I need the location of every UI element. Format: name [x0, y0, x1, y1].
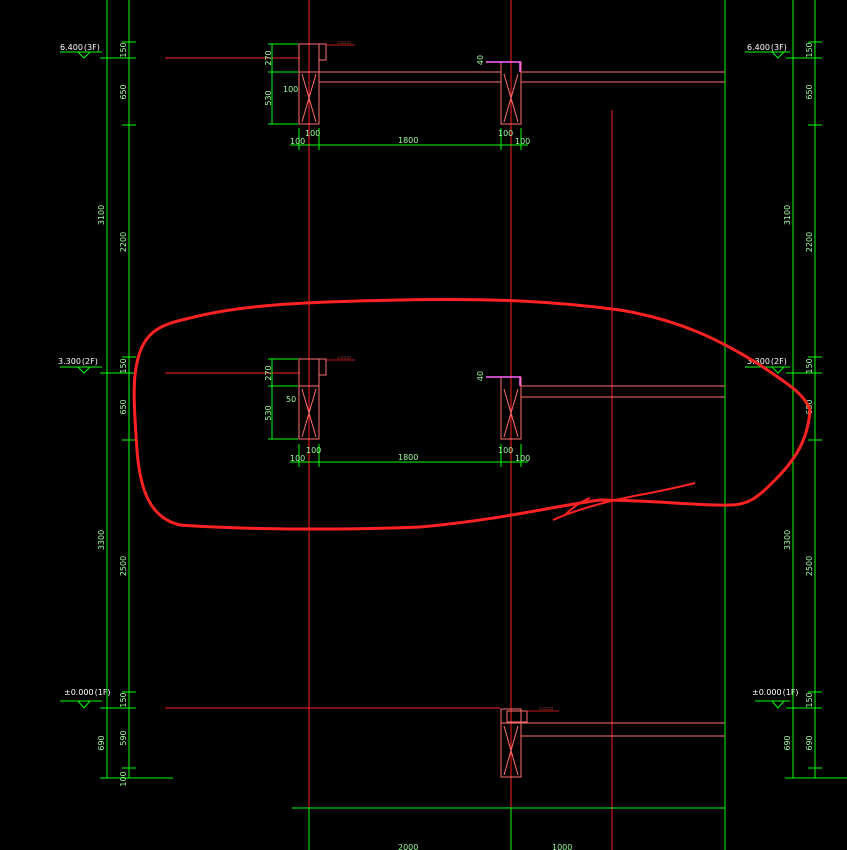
- right-dim-690-inner: 690: [805, 735, 814, 750]
- detail-3f: ▭▭▭ 270 530 100 100 100 1800 100 100 40: [264, 40, 725, 150]
- left-dim-150-top: 150: [119, 42, 128, 57]
- annotation-scribble-2: [564, 497, 591, 516]
- right-dim-3100: 3100: [783, 205, 792, 225]
- bottom-dimensions: 2000 1000: [398, 843, 572, 850]
- dim-40-top: 40: [476, 55, 485, 65]
- right-dim-150-low: 150: [805, 692, 814, 707]
- dim-100-left-bottom-top: 100: [290, 137, 305, 146]
- left-dim-2200: 2200: [119, 232, 128, 252]
- dim-50-mid: 50: [286, 395, 296, 404]
- column-bottom-1f: [500, 708, 522, 778]
- left-dim-100: 100: [119, 771, 128, 786]
- green-frame: [60, 0, 847, 850]
- bottom-dim-2000: 2000: [398, 843, 418, 850]
- level-mark-2f-right: [745, 366, 790, 374]
- detail-2f: ▭▭▭ 270 530 50 100 100 1800 100 100 40: [264, 355, 725, 467]
- dim-270-mid: 270: [264, 365, 273, 380]
- dim-100-left-mid: 100: [306, 446, 321, 455]
- rebar-hook-2f: [486, 376, 521, 386]
- level-2f-left: 3.300(2F): [58, 357, 98, 366]
- rebar-hook-3f: [486, 61, 521, 72]
- beam-bottom: [506, 710, 528, 723]
- beam-left-top: [318, 43, 327, 61]
- right-dim-690-outer: 690: [783, 735, 792, 750]
- level-3f-right: 6.400(3F): [747, 43, 787, 52]
- left-dim-150-mid: 150: [119, 358, 128, 373]
- right-dim-2500: 2500: [805, 556, 814, 576]
- left-dimensions: 150 650 3100 2200 150 650 3300 2500 150 …: [97, 42, 128, 786]
- right-ticks: [786, 41, 822, 769]
- right-dim-2200: 2200: [805, 232, 814, 252]
- bottom-dim-1000: 1000: [552, 843, 572, 850]
- column-left-2f: [298, 358, 320, 440]
- right-dim-3300: 3300: [783, 530, 792, 550]
- dim-100-left-bottom-mid: 100: [290, 454, 305, 463]
- beam-left-mid: [318, 358, 327, 376]
- level-mark-1f-left: [60, 700, 102, 709]
- left-dim-3300: 3300: [97, 530, 106, 550]
- dim-1800-top: 1800: [398, 136, 418, 145]
- dim-530-top: 530: [264, 90, 273, 105]
- dim-530-mid: 530: [264, 405, 273, 420]
- rebar-tag-3f: ▭▭▭: [337, 40, 351, 46]
- level-3f-left: 6.400(3F): [60, 43, 100, 52]
- dim-40-mid: 40: [476, 371, 485, 381]
- right-dim-150-mid: 150: [805, 358, 814, 373]
- left-dim-650-mid: 650: [119, 399, 128, 414]
- right-dimensions: 150 650 3100 2200 150 650 3300 2500 150 …: [783, 42, 814, 750]
- dim-270-top: 270: [264, 50, 273, 65]
- right-dim-650-top: 650: [805, 84, 814, 99]
- left-dim-150-low: 150: [119, 692, 128, 707]
- left-ticks: [100, 41, 136, 769]
- annotation-scribble: [552, 482, 696, 521]
- level-2f-right: 3.300(2F): [747, 357, 787, 366]
- level-mark-1f-right: [755, 700, 790, 709]
- left-dim-650-top: 650: [119, 84, 128, 99]
- dim-100-left-top: 100: [305, 129, 320, 138]
- level-mark-3f-right: [745, 51, 790, 59]
- left-dim-3100: 3100: [97, 205, 106, 225]
- level-mark-2f-left: [60, 366, 102, 374]
- left-dim-690: 690: [97, 735, 106, 750]
- level-mark-3f-left: [60, 51, 102, 59]
- axis-lines: [165, 0, 613, 850]
- dim-100-right-bottom-top: 100: [515, 137, 530, 146]
- dim-100-right-mid: 100: [498, 446, 513, 455]
- dim-100-right-top: 100: [498, 129, 513, 138]
- left-dim-2500: 2500: [119, 556, 128, 576]
- level-1f-left: ±0.000(1F): [64, 688, 111, 697]
- dim-100-right-bottom-mid: 100: [515, 454, 530, 463]
- left-dim-590: 590: [119, 730, 128, 745]
- level-1f-right: ±0.000(1F): [752, 688, 799, 697]
- dim-1800-mid: 1800: [398, 453, 418, 462]
- level-labels: 6.400(3F) 3.300(2F) ±0.000(1F) 6.400(3F)…: [58, 43, 799, 697]
- right-dim-150-top: 150: [805, 42, 814, 57]
- rebar-tag-2f: ▭▭▭: [337, 355, 351, 361]
- rebar-tag-1f: ▭▭▭: [539, 706, 553, 712]
- column-left-3f: [298, 43, 320, 125]
- detail-1f: ▭▭▭: [500, 706, 725, 778]
- dim-100-side-top: 100: [283, 85, 298, 94]
- annotation-loop: [132, 298, 812, 531]
